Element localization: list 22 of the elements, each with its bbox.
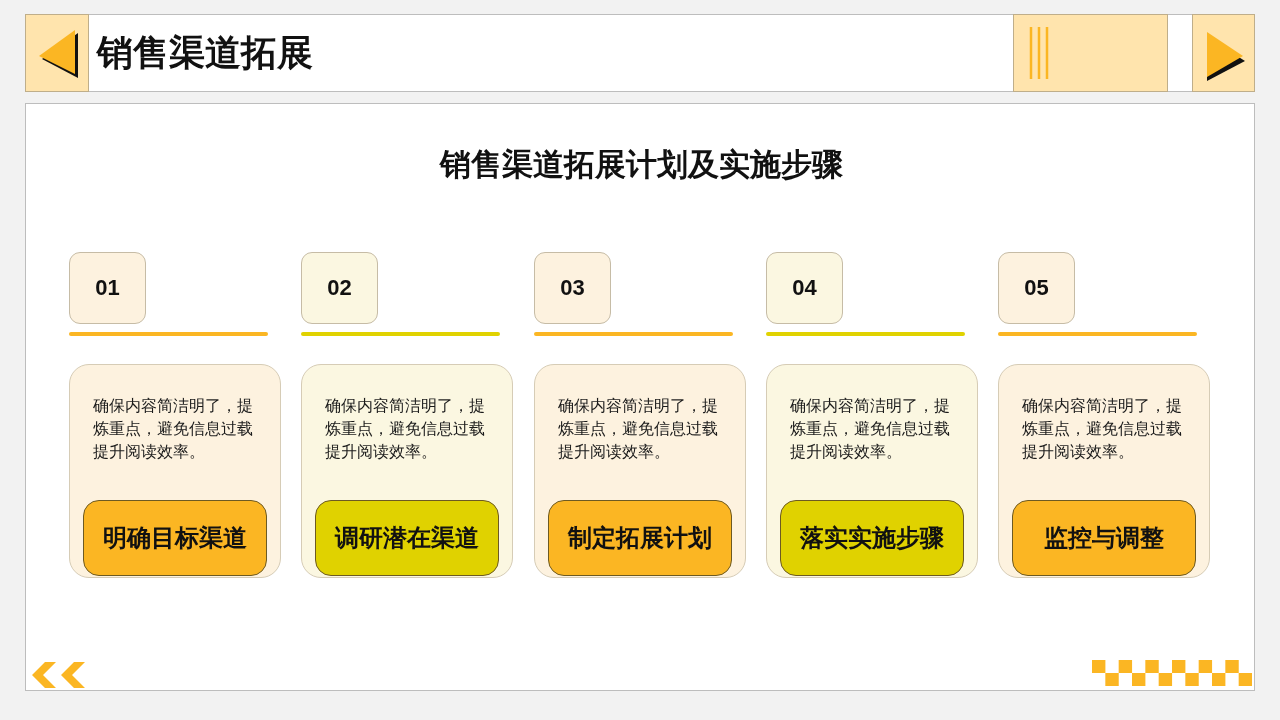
step-description: 确保内容简洁明了，提炼重点，避免信息过载提升阅读效率。: [325, 395, 486, 463]
step-number: 04: [766, 252, 843, 324]
step-description: 确保内容简洁明了，提炼重点，避免信息过载提升阅读效率。: [93, 395, 254, 463]
step-number: 02: [301, 252, 378, 324]
step-description: 确保内容简洁明了，提炼重点，避免信息过载提升阅读效率。: [558, 395, 719, 463]
step-description: 确保内容简洁明了，提炼重点，避免信息过载提升阅读效率。: [790, 395, 951, 463]
step-title: 制定拓展计划: [548, 500, 732, 576]
step-card: [998, 364, 1210, 578]
step-card: [69, 364, 281, 578]
step-title: 调研潜在渠道: [315, 500, 499, 576]
step-title: 监控与调整: [1012, 500, 1196, 576]
step-card: [301, 364, 513, 578]
step-number: 03: [534, 252, 611, 324]
step-card: [534, 364, 746, 578]
step-number: 01: [69, 252, 146, 324]
step-card: [766, 364, 978, 578]
step-title: 明确目标渠道: [83, 500, 267, 576]
step-title: 落实实施步骤: [780, 500, 964, 576]
section-heading: 销售渠道拓展计划及实施步骤: [438, 145, 844, 183]
step-description: 确保内容简洁明了，提炼重点，避免信息过载提升阅读效率。: [1022, 395, 1183, 463]
step-number: 05: [998, 252, 1075, 324]
page-title: 销售渠道拓展: [97, 32, 313, 74]
